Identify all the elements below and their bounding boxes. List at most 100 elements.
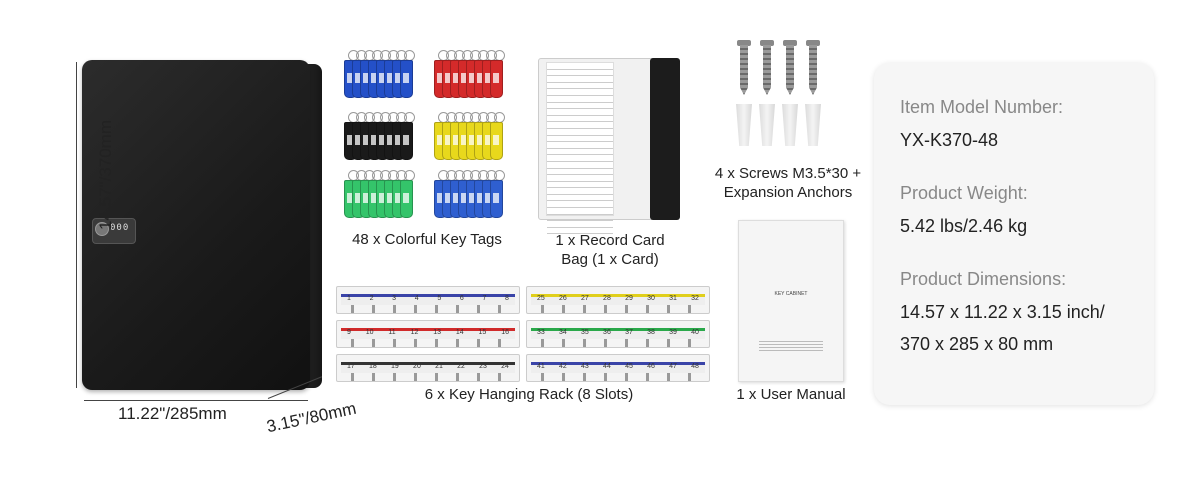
rack-hook — [435, 305, 438, 313]
rack-hook — [583, 305, 586, 313]
rack-slot-number: 29 — [625, 295, 633, 302]
card-row — [547, 162, 613, 169]
rack-slot-number: 13 — [433, 329, 442, 336]
lock-knob — [95, 222, 109, 236]
rack-slot-number: 39 — [669, 329, 677, 336]
card-row — [547, 155, 613, 162]
rack-slot-number: 17 — [347, 363, 355, 370]
rack-hook — [498, 305, 501, 313]
rack-slot-number: 42 — [559, 363, 567, 370]
rack-hook — [625, 373, 628, 381]
manual-title: KEY CABINET — [774, 291, 808, 297]
rack-hook — [646, 305, 649, 313]
rack-hook — [688, 339, 691, 347]
rack-hook — [351, 305, 354, 313]
racks-label: 6 x Key Hanging Rack (8 Slots) — [424, 386, 634, 403]
rack-hook — [456, 305, 459, 313]
rack-slot-number: 16 — [501, 329, 509, 336]
screws-label-line1: 4 x Screws M3.5*30 + — [714, 165, 862, 182]
rack-slot-number: 34 — [559, 329, 567, 336]
key-tag-group — [340, 170, 418, 228]
rack-hook — [351, 373, 354, 381]
card-row — [547, 175, 613, 182]
card-row — [547, 188, 613, 195]
product-info-panel: Item Model Number: YX-K370-48 Product We… — [874, 63, 1154, 405]
rack-color-band — [341, 362, 515, 365]
card-row — [547, 96, 613, 103]
rack-hook — [477, 373, 480, 381]
rack-slot-number: 26 — [559, 295, 567, 302]
screws-label-line2: Expansion Anchors — [723, 184, 853, 201]
card-row — [547, 103, 613, 110]
card-row — [547, 116, 613, 123]
rack-label-strip — [341, 362, 515, 373]
rack-hook — [498, 373, 501, 381]
rack-slot-number: 21 — [435, 363, 443, 370]
weight-value: 5.42 lbs/2.46 kg — [900, 216, 1028, 236]
key-tag — [490, 60, 503, 98]
record-card-label-line1: 1 x Record Card — [555, 232, 665, 249]
rack-hook — [562, 305, 565, 313]
card-row — [547, 228, 613, 235]
key-tag — [400, 122, 413, 160]
rack-hook — [604, 373, 607, 381]
screw-head — [737, 40, 751, 46]
screws-label: 4 x Screws M3.5*30 + Expansion Anchors — [696, 164, 880, 202]
rack-slot-number: 37 — [625, 329, 633, 336]
rack-label-strip — [531, 328, 705, 339]
card-row — [547, 89, 613, 96]
dimensions-value-1: 14.57 x 11.22 x 3.15 inch/ — [900, 302, 1105, 322]
rack-hook — [625, 339, 628, 347]
screw-head — [783, 40, 797, 46]
card-row — [547, 109, 613, 116]
card-row — [547, 208, 613, 215]
rack-hook — [541, 373, 544, 381]
model-number-key: Item Model Number: — [900, 97, 1064, 117]
rack-label-strip — [341, 328, 515, 339]
rack-slot-number: 41 — [537, 363, 545, 370]
rack-slot-number: 7 — [482, 295, 487, 302]
dimensions-key: Product Dimensions: — [900, 269, 1067, 289]
rack-color-band — [341, 328, 515, 331]
rack-hook — [498, 339, 501, 347]
rack-slot-number: 48 — [691, 363, 699, 370]
combination-lock: 000 — [92, 218, 136, 244]
card-row — [547, 149, 613, 156]
card-row — [547, 169, 613, 176]
rack-slot-number: 35 — [581, 329, 589, 336]
rack-slot-number: 14 — [455, 329, 464, 336]
rack-slot-number: 25 — [537, 295, 545, 302]
key-tag — [400, 180, 413, 218]
height-label: 14.57"/370mm — [96, 120, 115, 230]
key-tag-group — [340, 50, 418, 108]
rack-slot-number: 19 — [391, 363, 399, 370]
key-tag-group — [430, 112, 508, 170]
expansion-anchor — [805, 104, 821, 146]
key-tags-label: 48 x Colorful Key Tags — [352, 231, 502, 248]
rack-slot-number: 11 — [388, 329, 396, 336]
rack-slot-number: 24 — [501, 363, 509, 370]
screw — [786, 45, 794, 95]
rack-slot-number: 10 — [365, 329, 374, 336]
bag-clip — [650, 58, 680, 220]
dimensions-value-2: 370 x 285 x 80 mm — [900, 334, 1054, 354]
rack-hook — [667, 339, 670, 347]
rack-slot-number: 20 — [413, 363, 421, 370]
rack-slot-number: 30 — [647, 295, 655, 302]
rack-slot-number: 22 — [457, 363, 465, 370]
rack-hook — [393, 373, 396, 381]
rack-hook — [541, 305, 544, 313]
rack-slot-number: 38 — [647, 329, 655, 336]
rack-hook — [414, 339, 417, 347]
rack-slot-number: 40 — [691, 329, 699, 336]
rack-slot-number: 44 — [603, 363, 611, 370]
rack-hook — [351, 339, 354, 347]
rack-hook — [456, 339, 459, 347]
model-number-value: YX-K370-48 — [900, 130, 999, 150]
expansion-anchor — [759, 104, 775, 146]
